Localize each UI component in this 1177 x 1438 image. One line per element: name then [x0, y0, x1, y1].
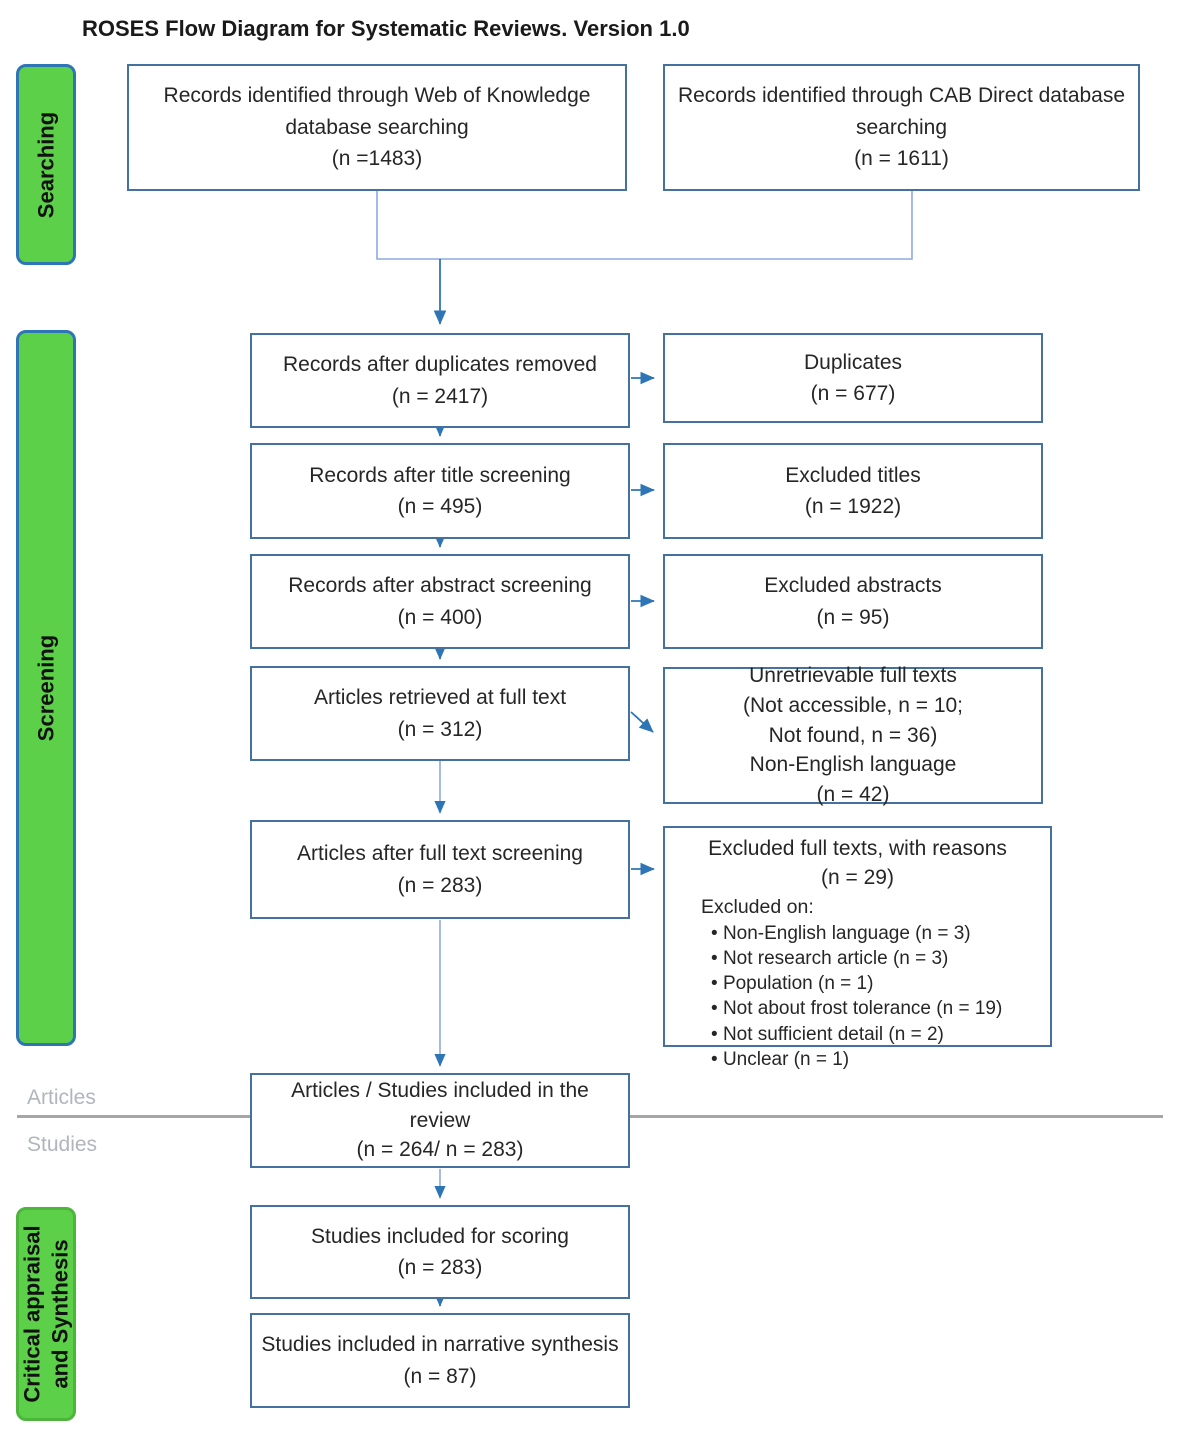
box-unretrievable-full-texts: Unretrievable full texts (Not accessible…	[663, 664, 1043, 806]
stage-word-articles: Articles	[27, 1086, 96, 1109]
stage-bar-critical-appraisal: Critical appraisal and Synthesis	[16, 1207, 76, 1421]
arrow-to-unretrievable	[630, 711, 654, 733]
box-duplicates: Duplicates (n = 677)	[663, 333, 1043, 423]
box-records-after-abstract-screening: Records after abstract screening (n = 40…	[250, 554, 630, 649]
exclusion-reason: Non-English language (n = 3)	[665, 921, 1050, 946]
merge-connector-line	[376, 191, 913, 260]
exclusion-reason: Population (n = 1)	[665, 971, 1050, 996]
box-articles-retrieved-full-text: Articles retrieved at full text (n = 312…	[250, 666, 630, 761]
box-records-after-duplicates-removed: Records after duplicates removed (n = 24…	[250, 333, 630, 428]
box-studies-included-scoring: Studies included for scoring (n = 283)	[250, 1205, 630, 1299]
box-records-after-title-screening: Records after title screening (n = 495)	[250, 443, 630, 539]
exclusion-reason: Unclear (n = 1)	[665, 1047, 1050, 1072]
box-excluded-titles: Excluded titles (n = 1922)	[663, 443, 1043, 539]
box-studies-narrative-synthesis: Studies included in narrative synthesis …	[250, 1313, 630, 1408]
excluded-full-texts-count: (n = 29)	[821, 866, 894, 890]
exclusion-reason: Not research article (n = 3)	[665, 946, 1050, 971]
excluded-full-texts-subtitle: Excluded on:	[701, 895, 814, 918]
stage-bar-screening: Screening	[16, 330, 76, 1046]
box-excluded-abstracts: Excluded abstracts (n = 95)	[663, 554, 1043, 649]
box-records-web-of-knowledge: Records identified through Web of Knowle…	[127, 64, 627, 191]
box-records-cab-direct: Records identified through CAB Direct da…	[663, 64, 1140, 191]
stage-bar-searching: Searching	[16, 64, 76, 265]
box-articles-studies-included-review: Articles / Studies included in the revie…	[250, 1073, 630, 1168]
box-excluded-full-texts: Excluded full texts, with reasons (n = 2…	[663, 826, 1052, 1070]
excluded-full-texts-title: Excluded full texts, with reasons	[708, 837, 1007, 860]
exclusion-reason: Not about frost tolerance (n = 19)	[665, 996, 1050, 1021]
page-title: ROSES Flow Diagram for Systematic Review…	[82, 16, 690, 41]
box-articles-after-full-text-screening: Articles after full text screening (n = …	[250, 820, 630, 919]
stage-word-studies: Studies	[27, 1133, 98, 1156]
exclusion-reason: Not sufficient detail (n = 2)	[665, 1022, 1050, 1047]
